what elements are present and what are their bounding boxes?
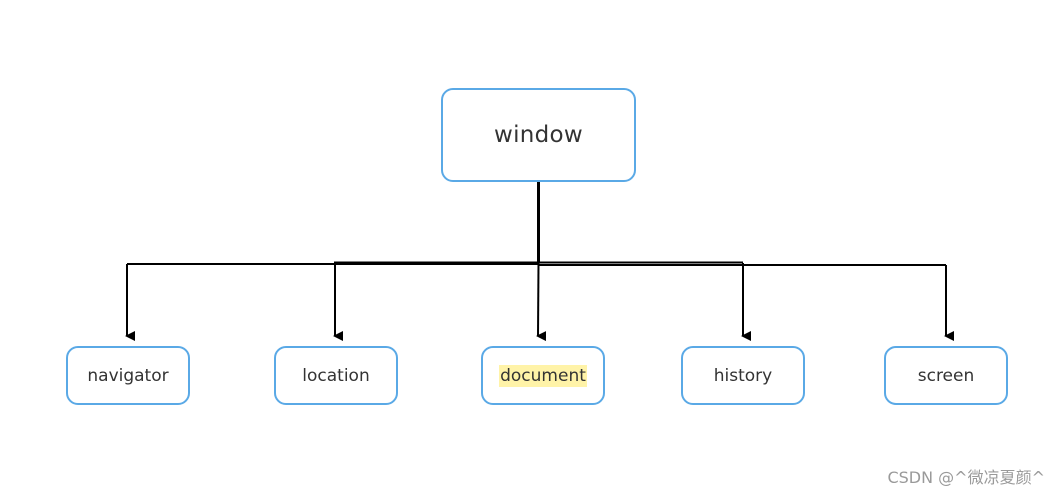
node-history: history bbox=[681, 346, 805, 405]
watermark: CSDN @^微凉夏颜^ bbox=[887, 468, 1045, 487]
node-document: document bbox=[481, 346, 605, 405]
node-navigator-label: navigator bbox=[87, 365, 169, 386]
node-window: window bbox=[441, 88, 636, 182]
node-history-label: history bbox=[713, 365, 773, 386]
node-document-label: document bbox=[499, 364, 587, 387]
node-location: location bbox=[274, 346, 398, 405]
arrow-to-document bbox=[536, 262, 547, 342]
node-window-label: window bbox=[493, 122, 584, 148]
node-navigator: navigator bbox=[66, 346, 190, 405]
node-screen-label: screen bbox=[917, 365, 975, 386]
node-location-label: location bbox=[302, 365, 370, 386]
node-screen: screen bbox=[884, 346, 1008, 405]
